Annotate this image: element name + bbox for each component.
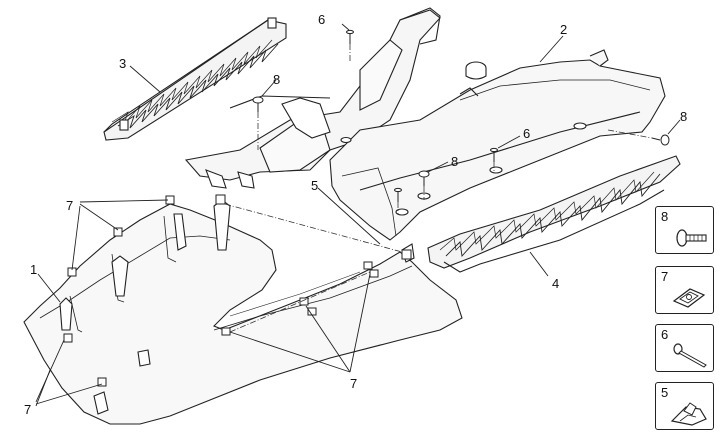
screw-mark [252, 96, 264, 112]
legend-item-8: 8 [655, 206, 714, 254]
callout-3: 3 [119, 56, 126, 71]
fastener-clip-icon [670, 402, 707, 426]
long-screw-mark [394, 187, 402, 202]
legend-number: 8 [661, 209, 669, 224]
center-bracket-assembly [184, 7, 441, 189]
leader-lines [35, 23, 681, 407]
callout-7-left-top: 7 [66, 198, 73, 213]
long-screw-mark [490, 147, 498, 162]
clip-nut-mark [221, 327, 231, 336]
legend-number: 5 [661, 385, 669, 400]
legend-number: 7 [661, 269, 669, 284]
part-3-heat-shield [103, 17, 287, 141]
clip-nut-icon [672, 288, 706, 308]
legend-item-5: 5 [655, 382, 714, 430]
legend-item-6: 6 [655, 324, 714, 372]
callout-6-middle: 6 [523, 126, 530, 141]
clip-nut-mark [299, 297, 309, 306]
callout-labels: 1 2 3 4 5 6 6 7 7 7 8 8 8 [24, 12, 687, 417]
callout-6-top: 6 [318, 12, 325, 27]
screw-mark [651, 134, 670, 146]
screw-icon [676, 229, 707, 247]
part-4-heat-shield [427, 155, 681, 273]
clip-nut-mark [113, 227, 123, 237]
screw-mark [418, 170, 430, 186]
clip-nut-mark [63, 333, 73, 343]
callout-2: 2 [560, 22, 567, 37]
callout-4: 4 [552, 276, 559, 291]
callout-8-right: 8 [680, 109, 687, 124]
callout-1: 1 [30, 262, 37, 277]
legend-item-7: 7 [655, 266, 714, 314]
clip-nut-mark [363, 261, 373, 270]
assembly-axis-lines [224, 44, 653, 333]
callout-5: 5 [311, 178, 318, 193]
long-screw-icon [673, 343, 707, 368]
fastener-clip-mark [215, 194, 226, 205]
legend-number: 6 [661, 327, 669, 342]
callout-7-bottom: 7 [350, 376, 357, 391]
fastener-clip-mark [401, 249, 412, 260]
long-screw-mark [346, 29, 354, 44]
fastener-marks [63, 29, 670, 387]
callout-7-left-bottom: 7 [24, 402, 31, 417]
clip-nut-mark [97, 377, 107, 387]
callout-8-middle: 8 [451, 154, 458, 169]
callout-8-top: 8 [273, 72, 280, 87]
clip-nut-mark [369, 269, 379, 278]
